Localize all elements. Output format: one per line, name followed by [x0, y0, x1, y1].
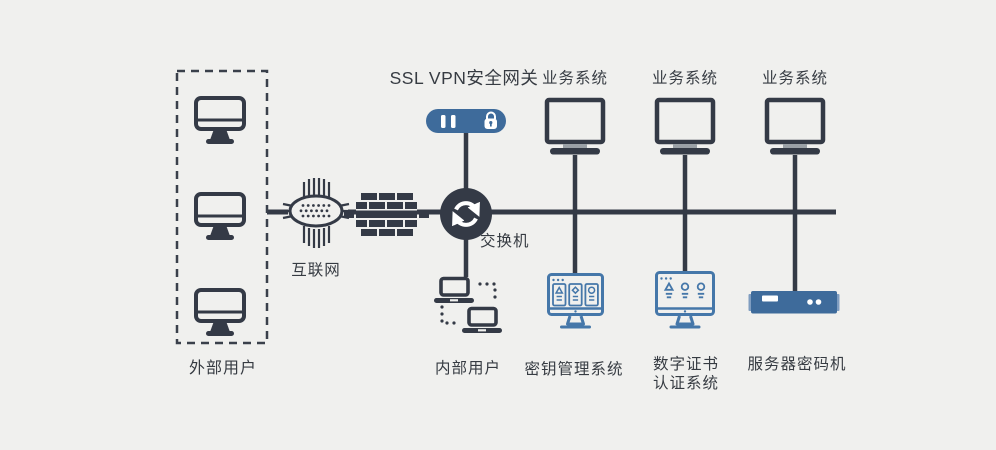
internet-cloud-icon	[281, 178, 351, 248]
key-management-label: 密钥管理系统	[524, 361, 624, 378]
networked-laptops-icon	[434, 276, 502, 333]
monitor-outline-icon	[547, 100, 603, 155]
desktop-monitor-icon	[194, 96, 246, 146]
firewall-icon	[344, 192, 429, 237]
internal-users-label: 内部用户	[434, 360, 502, 377]
business-system-label: 业务系统	[541, 70, 609, 87]
business-system-label: 业务系统	[651, 70, 719, 87]
digital-certificate-line1: 数字证书	[652, 356, 720, 373]
external-users-zone	[175, 69, 269, 345]
digital-certificate-label: 数字证书 认证系统	[653, 355, 719, 393]
desktop-monitor-icon	[194, 192, 246, 242]
key-management-monitor-icon	[547, 273, 604, 329]
switch-icon	[440, 188, 492, 240]
monitor-outline-icon	[657, 100, 713, 155]
server-crypto-label: 服务器密码机	[747, 356, 847, 373]
digital-certificate-monitor-icon	[655, 271, 715, 329]
rack-server-icon	[748, 291, 840, 314]
digital-certificate-line2: 认证系统	[652, 375, 720, 392]
lock-icon	[484, 111, 497, 129]
ssl-vpn-gateway-label: SSL VPN安全网关	[389, 68, 539, 88]
monitor-outline-icon	[767, 100, 823, 155]
external-users-label: 外部用户	[188, 360, 258, 377]
desktop-monitor-icon	[194, 288, 246, 338]
business-system-label: 业务系统	[761, 70, 829, 87]
vpn-gateway-icon	[426, 109, 506, 133]
internet-label: 互联网	[291, 262, 341, 279]
switch-label: 交换机	[480, 233, 530, 250]
